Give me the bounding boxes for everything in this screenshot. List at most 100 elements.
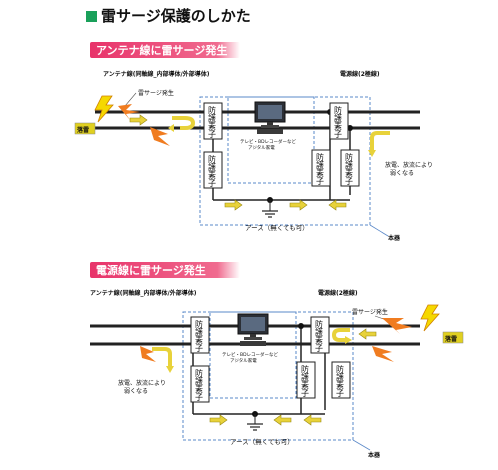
discharge-note-2: 弱くなる xyxy=(124,388,148,395)
svg-text:防: 防 xyxy=(316,152,324,162)
protection-element-right-mid-a: 防 護 素 子 xyxy=(296,361,316,399)
flow-arrow-icon xyxy=(273,414,292,426)
tv-icon xyxy=(254,101,286,135)
tv-label-2: アジタル家電 xyxy=(230,357,257,364)
svg-text:子: 子 xyxy=(334,130,342,139)
lightning-tag: 落雷 xyxy=(77,126,89,134)
svg-text:防: 防 xyxy=(345,152,353,162)
lightning-bolt-icon xyxy=(420,304,440,332)
svg-text:護: 護 xyxy=(301,372,309,382)
surge-spark-icon xyxy=(118,104,140,120)
flow-arrow-icon xyxy=(224,199,243,211)
svg-text:素: 素 xyxy=(315,335,323,345)
surge-spark-icon-2 xyxy=(372,346,394,362)
svg-text:子: 子 xyxy=(301,389,309,398)
flow-arrow-icon xyxy=(328,199,347,211)
svg-text:護: 護 xyxy=(316,160,324,170)
discharge-note-2: 弱くなる xyxy=(390,170,414,177)
svg-text:素: 素 xyxy=(301,380,309,390)
svg-text:子: 子 xyxy=(208,179,216,188)
power-line-label: 電源線(2極線) xyxy=(340,70,380,78)
device-label: 本器 xyxy=(368,451,381,459)
svg-text:素: 素 xyxy=(316,168,324,178)
surge-spark-icon-3 xyxy=(140,346,156,362)
section-banner-title: 電源線に雷サージ発生 xyxy=(96,263,206,277)
discharge-arrow-icon xyxy=(166,366,174,373)
section-antenna-surge: アンテナ線に雷サージ発生 アンテナ線(同軸線_内部導体/外部導体) 電源線(2極… xyxy=(74,42,433,242)
svg-text:護: 護 xyxy=(315,327,323,337)
protection-element-right-top: 防 護 素 子 xyxy=(310,316,330,354)
flow-arrow-icon xyxy=(129,114,148,126)
svg-text:護: 護 xyxy=(336,372,344,382)
svg-text:防: 防 xyxy=(336,364,344,374)
svg-text:素: 素 xyxy=(334,121,342,131)
svg-text:子: 子 xyxy=(316,177,324,186)
surge-spark-icon-2 xyxy=(150,127,170,146)
discharge-note-1: 放電、放流により xyxy=(385,161,433,169)
svg-text:素: 素 xyxy=(208,121,216,131)
svg-text:護: 護 xyxy=(208,113,216,123)
svg-text:防: 防 xyxy=(301,364,309,374)
surge-origin-label: 雷サージ発生 xyxy=(352,308,388,316)
svg-text:子: 子 xyxy=(195,393,203,402)
svg-text:素: 素 xyxy=(208,170,216,180)
surge-origin-label: 雷サージ発生 xyxy=(138,89,174,97)
svg-text:防: 防 xyxy=(334,105,342,115)
antenna-line-label: アンテナ線(同軸線_内部導体/外部導体) xyxy=(90,289,197,297)
svg-text:護: 護 xyxy=(345,160,353,170)
flow-arrow-icon xyxy=(358,328,377,340)
protection-element-right-mid-a: 防 護 素 子 xyxy=(311,149,331,187)
surge-spark-icon xyxy=(382,318,412,334)
lightning-bolt-icon xyxy=(94,95,114,123)
appliance-box xyxy=(209,311,297,399)
tv-label-2: アジタル家電 xyxy=(248,144,275,151)
svg-text:防: 防 xyxy=(208,105,216,115)
protection-element-left-bottom: 防 護 素 子 xyxy=(190,365,210,403)
protection-element-right-mid-b: 防 護 素 子 xyxy=(331,361,351,399)
svg-text:防: 防 xyxy=(208,154,216,164)
svg-text:護: 護 xyxy=(195,376,203,386)
svg-text:防: 防 xyxy=(195,319,203,329)
protection-element-left-top: 防 護 素 子 xyxy=(190,316,210,354)
svg-text:防: 防 xyxy=(195,368,203,378)
page-title: 雷サージ保護のしかた xyxy=(101,7,251,25)
device-label: 本器 xyxy=(388,234,401,242)
earth-label: アース（無くても可） xyxy=(230,437,294,446)
u-turn-arrow-icon xyxy=(345,336,352,344)
discharge-arrow-icon xyxy=(368,150,376,157)
flow-arrow-icon xyxy=(289,199,308,211)
earth-label: アース（無くても可） xyxy=(245,223,309,232)
section-banner-title: アンテナ線に雷サージ発生 xyxy=(96,43,227,57)
tv-label-1: テレビ・BDレコーダーなど xyxy=(222,351,279,358)
u-turn-arrow-icon xyxy=(168,124,174,132)
protection-element-left-top: 防 護 素 子 xyxy=(203,102,223,140)
svg-text:子: 子 xyxy=(345,177,353,186)
protection-element-right-mid-b: 防 護 素 子 xyxy=(340,149,360,187)
title-square-icon xyxy=(86,11,97,22)
svg-text:子: 子 xyxy=(336,389,344,398)
lightning-tag: 落雷 xyxy=(445,335,457,343)
antenna-line-label: アンテナ線(同軸線_内部導体/外部導体) xyxy=(103,70,210,78)
svg-text:防: 防 xyxy=(315,319,323,329)
svg-text:護: 護 xyxy=(334,113,342,123)
tv-icon xyxy=(237,313,269,347)
svg-text:護: 護 xyxy=(195,327,203,337)
section-banner-bg xyxy=(90,42,240,58)
appliance-box xyxy=(227,96,315,184)
svg-text:子: 子 xyxy=(208,130,216,139)
flow-arrow-icon xyxy=(209,414,228,426)
svg-text:素: 素 xyxy=(195,335,203,345)
power-line-label: 電源線(2極線) xyxy=(318,289,358,297)
protection-element-right-top: 防 護 素 子 xyxy=(329,102,349,140)
lightning-tag-bg xyxy=(74,122,96,135)
tv-label-1: テレビ・BDレコーダーなど xyxy=(240,138,297,145)
section-banner-bg xyxy=(90,262,240,278)
lightning-tag-bg xyxy=(442,331,464,344)
flow-arrow-icon xyxy=(303,414,322,426)
svg-text:素: 素 xyxy=(336,380,344,390)
svg-text:子: 子 xyxy=(315,344,323,353)
svg-text:子: 子 xyxy=(195,344,203,353)
svg-text:素: 素 xyxy=(195,384,203,394)
section-power-surge: 電源線に雷サージ発生 アンテナ線(同軸線_内部導体/外部導体) 電源線(2極線)… xyxy=(90,262,464,459)
